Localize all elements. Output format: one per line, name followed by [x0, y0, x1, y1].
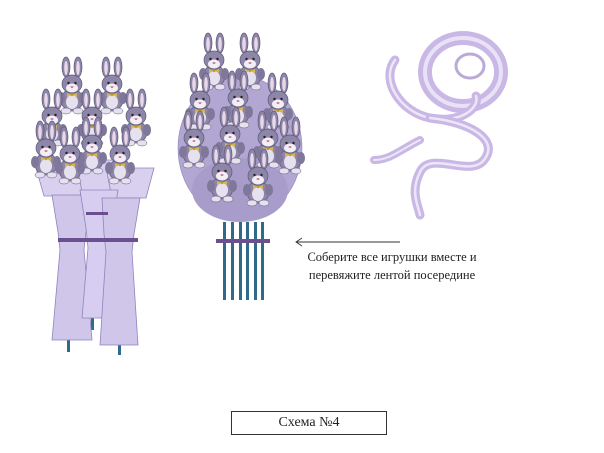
instruction-text: Соберите все игрушки вместе и перевяжите… — [292, 248, 492, 284]
instruction-line-2: перевяжите лентой посередине — [308, 268, 476, 282]
scheme-caption: Схема №4 — [231, 411, 387, 435]
ribbon-spool — [370, 31, 508, 220]
pointer-arrow — [295, 237, 400, 247]
wrapped-bouquets — [30, 56, 155, 355]
scheme-caption-label: Схема №4 — [278, 415, 340, 430]
instruction-line-1: Соберите все игрушки вместе и — [307, 250, 477, 264]
tied-toy-bunch — [177, 32, 306, 300]
